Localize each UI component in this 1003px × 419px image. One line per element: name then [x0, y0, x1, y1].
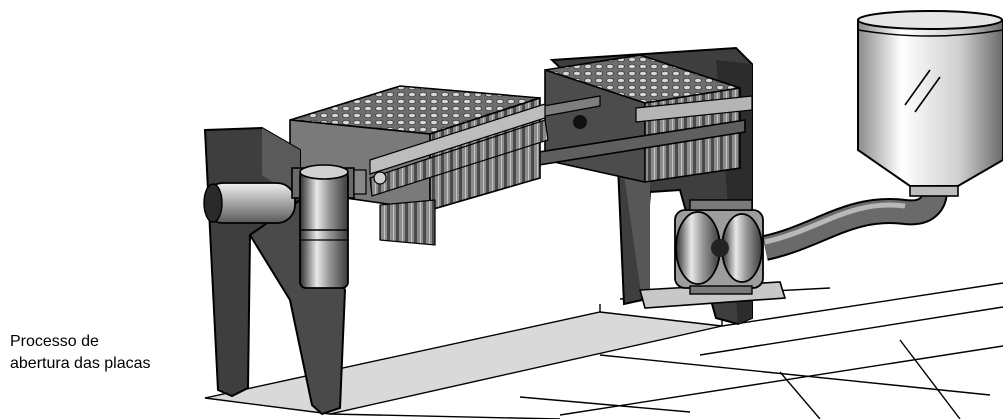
caption-line-1: Processo de — [10, 333, 99, 350]
diaphragm-pump — [638, 199, 787, 309]
caption-label: Processo de abertura das placas — [10, 331, 151, 375]
plate-pack-front — [289, 85, 549, 246]
hydraulic-cylinder — [291, 164, 387, 289]
caption-line-2: abertura das placas — [10, 355, 151, 372]
feed-pipe — [761, 189, 948, 261]
hopper-tank — [857, 10, 1003, 197]
